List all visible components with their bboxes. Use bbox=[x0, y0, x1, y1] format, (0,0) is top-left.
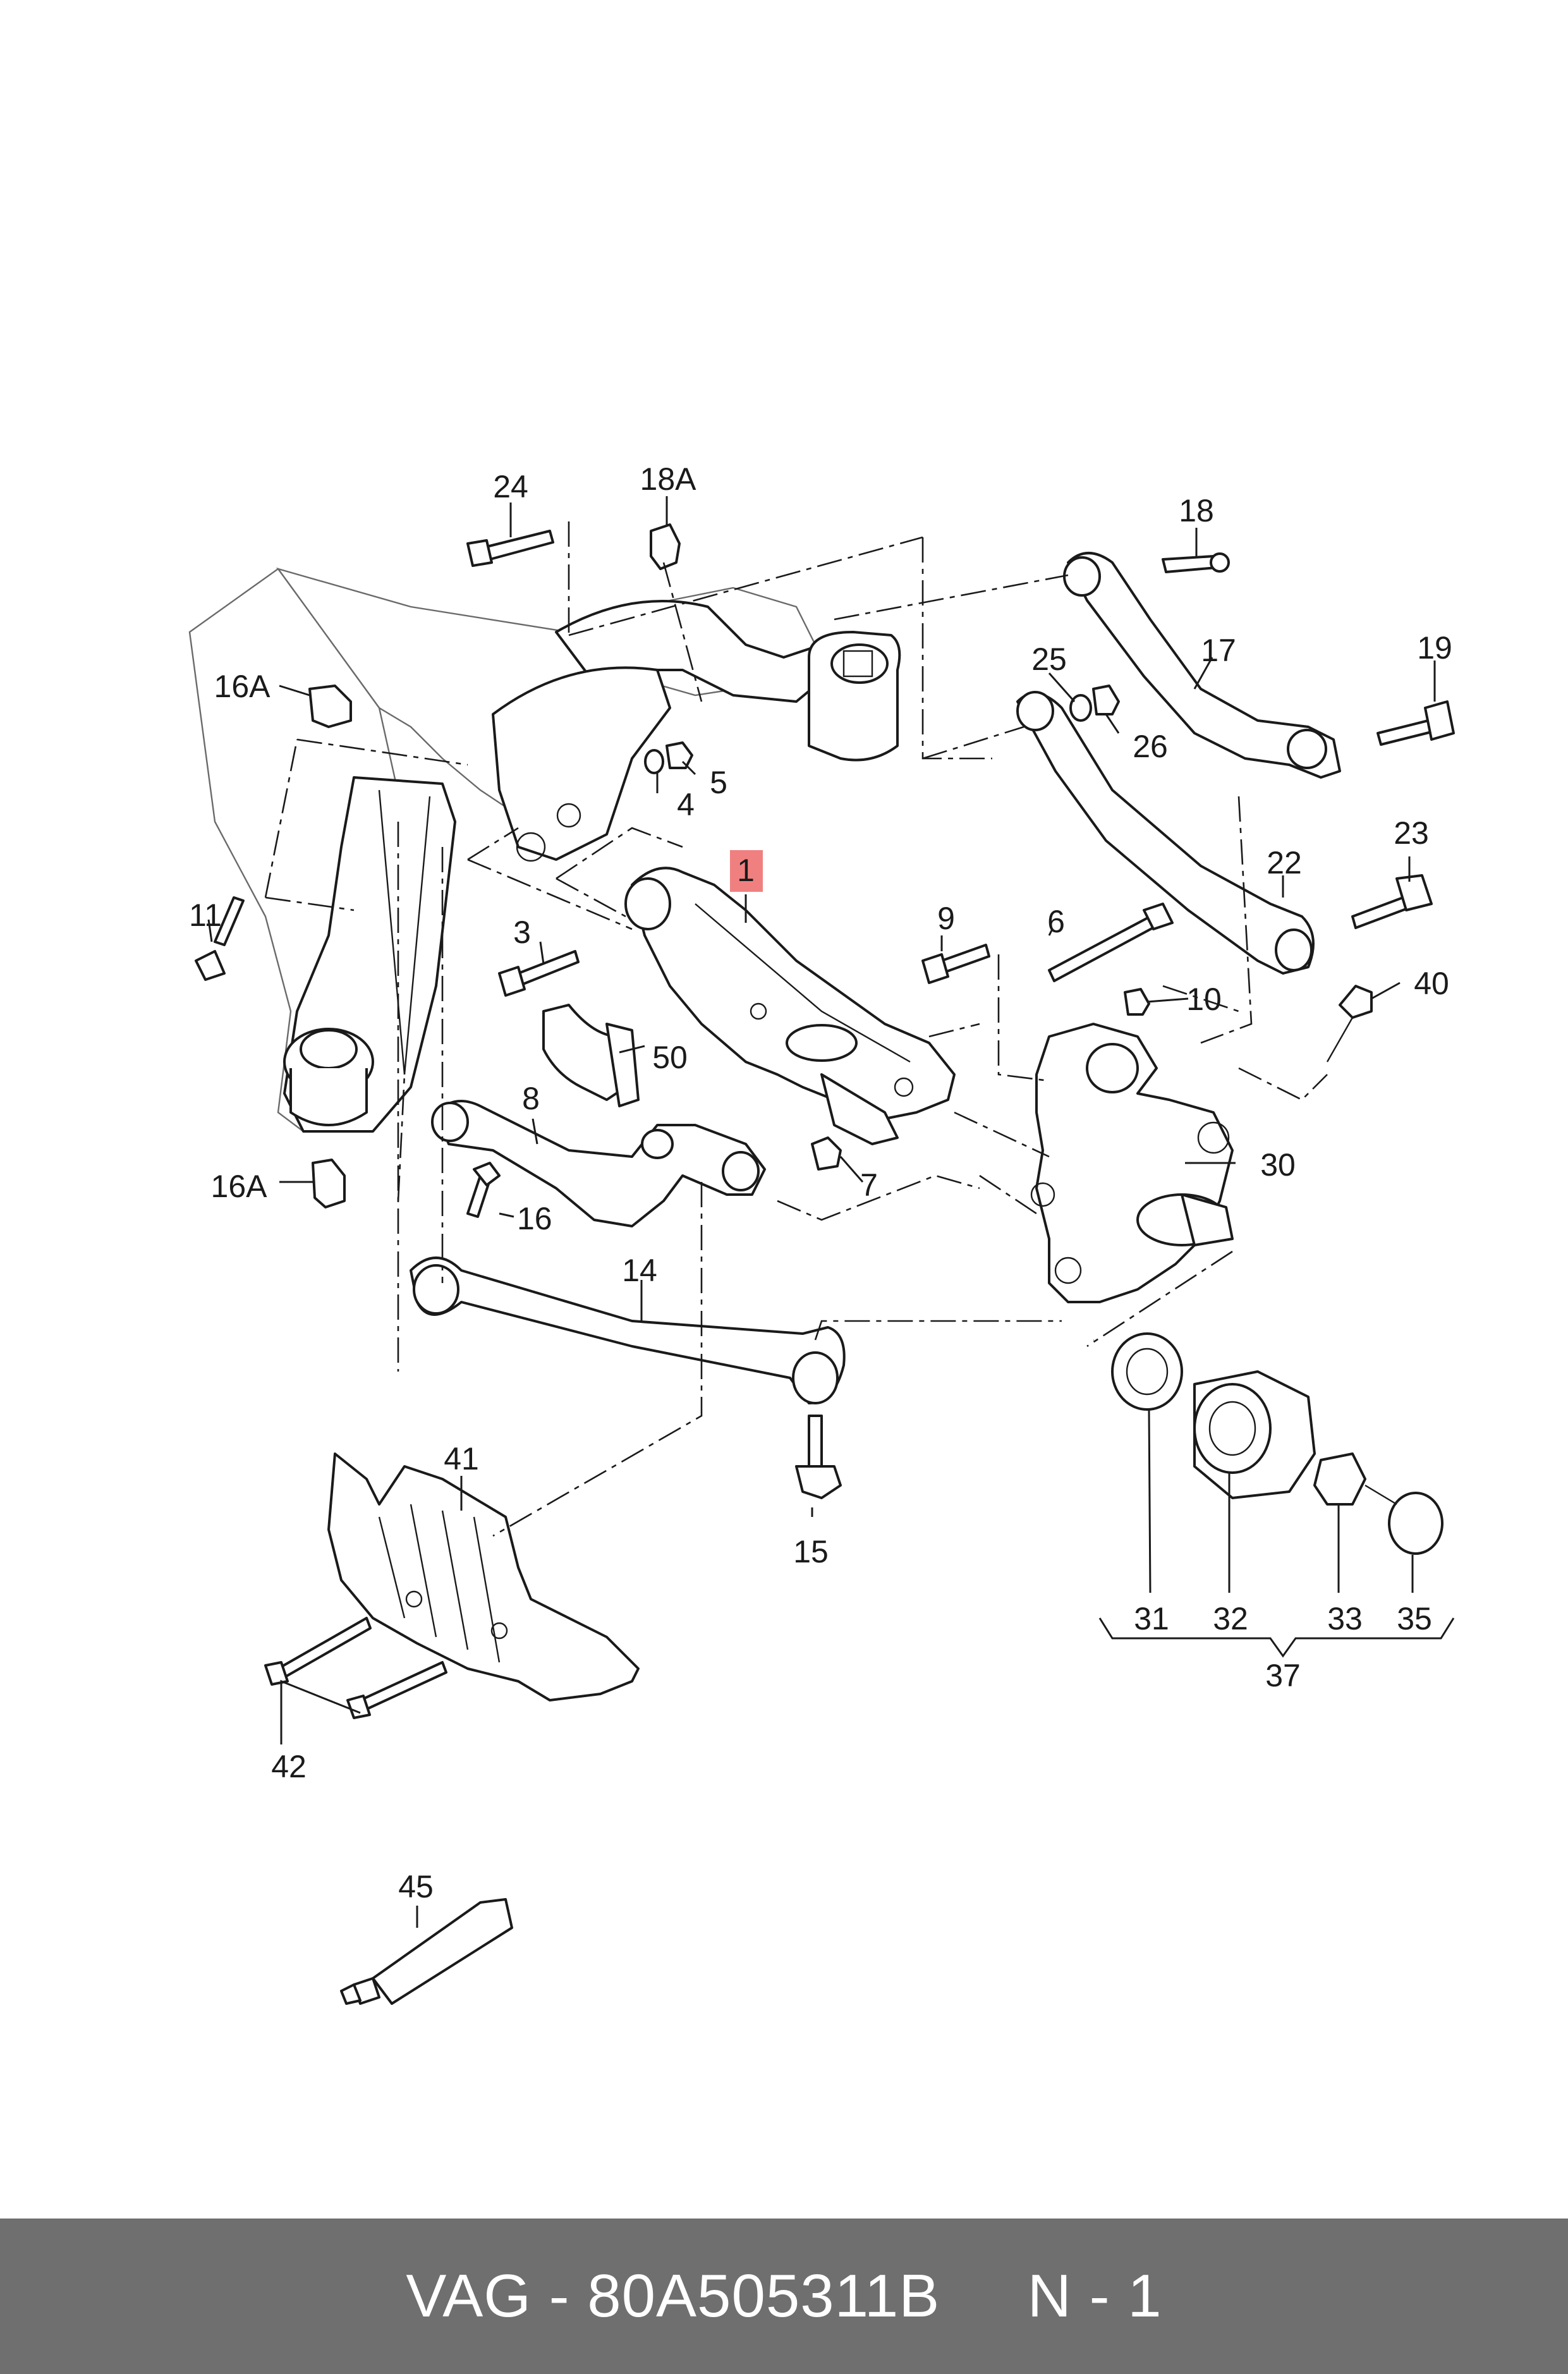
part-1-highlight bbox=[730, 850, 763, 892]
callout-labels: 1 3 4 5 6 7 8 9 10 11 14 15 16 16A 16A 1… bbox=[189, 461, 1452, 1904]
callout-42: 42 bbox=[271, 1749, 307, 1784]
callout-26: 26 bbox=[1133, 729, 1168, 764]
wheel-carrier-part-30 bbox=[1030, 1023, 1234, 1303]
callout-45: 45 bbox=[398, 1869, 434, 1904]
callout-17: 17 bbox=[1201, 633, 1236, 668]
callout-35: 35 bbox=[1397, 1601, 1432, 1636]
callout-5: 5 bbox=[710, 765, 727, 800]
callout-37: 37 bbox=[1265, 1658, 1301, 1693]
hub-parts-31-35 bbox=[1111, 1332, 1443, 1555]
callout-6: 6 bbox=[1047, 904, 1065, 939]
lateral-link-part-14 bbox=[410, 1257, 846, 1404]
callout-10: 10 bbox=[1186, 982, 1222, 1017]
part-number-caption: VAG - 80A505311B N - 1 bbox=[406, 2262, 1162, 2330]
callout-23: 23 bbox=[1394, 815, 1429, 851]
links-parts-17-22 bbox=[1016, 552, 1341, 975]
control-arm-part-8 bbox=[431, 1100, 766, 1227]
spring-seat-part-50 bbox=[542, 1004, 640, 1107]
callout-18a: 18A bbox=[640, 461, 697, 497]
fasteners bbox=[195, 523, 1455, 1719]
callout-22: 22 bbox=[1267, 845, 1302, 880]
callout-7: 7 bbox=[860, 1167, 878, 1203]
callout-15: 15 bbox=[793, 1534, 829, 1569]
callout-16a-top: 16A bbox=[214, 669, 271, 704]
callout-24: 24 bbox=[493, 469, 528, 504]
leader-lines bbox=[207, 496, 1455, 1928]
callout-18: 18 bbox=[1179, 493, 1214, 528]
footer-bar: VAG - 80A505311B N - 1 bbox=[0, 2219, 1568, 2374]
callout-41: 41 bbox=[444, 1441, 479, 1476]
callout-4: 4 bbox=[677, 787, 695, 822]
callout-9: 9 bbox=[937, 901, 955, 936]
callout-31: 31 bbox=[1134, 1601, 1169, 1636]
heat-shield-part-41 bbox=[327, 1452, 640, 1701]
suspension-parts-diagram: 1 3 4 5 6 7 8 9 10 11 14 15 16 16A 16A 1… bbox=[188, 461, 1455, 2005]
callout-33: 33 bbox=[1327, 1601, 1363, 1636]
callout-25: 25 bbox=[1031, 642, 1067, 677]
callout-30: 30 bbox=[1260, 1147, 1296, 1183]
grease-tube-part-45 bbox=[340, 1898, 513, 2005]
callout-3: 3 bbox=[513, 915, 531, 950]
callout-16: 16 bbox=[517, 1201, 552, 1236]
lower-wishbone-part-1 bbox=[624, 867, 956, 1145]
callout-16a-bottom: 16A bbox=[211, 1169, 268, 1204]
callout-19: 19 bbox=[1417, 630, 1452, 666]
callout-14: 14 bbox=[622, 1253, 657, 1288]
callout-8: 8 bbox=[522, 1081, 540, 1116]
callout-32: 32 bbox=[1213, 1601, 1248, 1636]
assembly-lines bbox=[264, 521, 1328, 1537]
callout-11: 11 bbox=[189, 898, 222, 933]
callout-40: 40 bbox=[1414, 966, 1449, 1001]
callout-1: 1 bbox=[737, 853, 755, 888]
callout-50: 50 bbox=[652, 1040, 688, 1075]
